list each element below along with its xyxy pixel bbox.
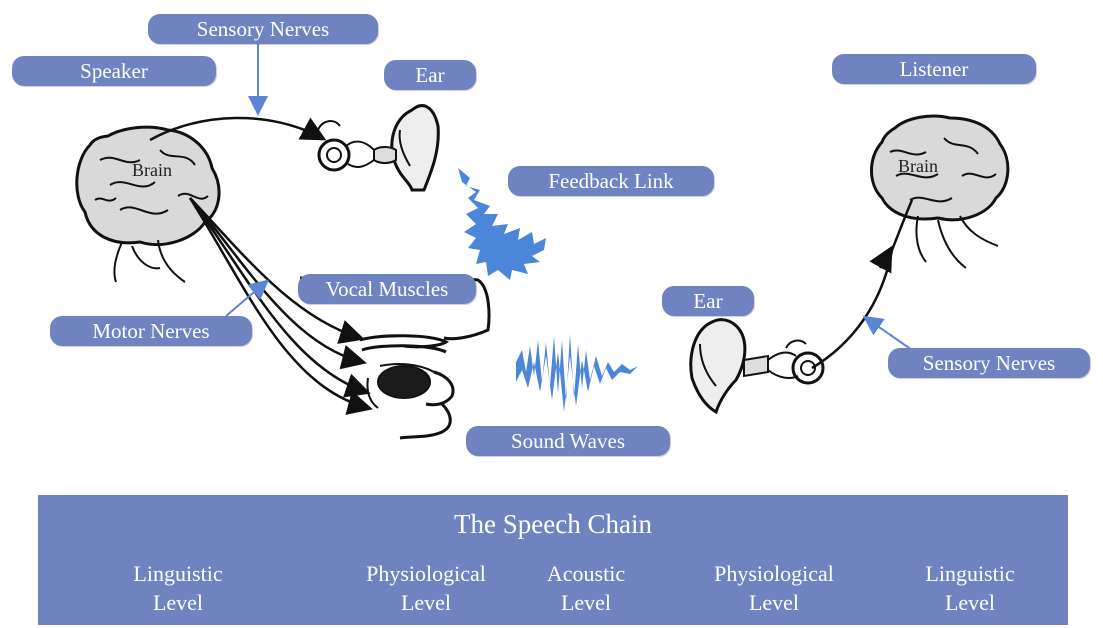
sound-wave-icon (516, 334, 638, 412)
motor-nerves-label: Motor Nerves (50, 316, 252, 346)
chain-level-suffix: Level (895, 588, 1045, 617)
sound-waves-label: Sound Waves (466, 426, 670, 456)
chain-level-suffix: Level (103, 588, 253, 617)
sensory-nerves-label-top: Sensory Nerves (148, 14, 378, 44)
speaker-label: Speaker (12, 56, 216, 86)
chain-level-suffix: Level (342, 588, 510, 617)
vocal-muscles-label: Vocal Muscles (298, 274, 476, 304)
chain-level-suffix: Level (690, 588, 858, 617)
ear-label-listener: Ear (662, 286, 754, 316)
sensory-nerve-path-listener (812, 200, 912, 368)
brain-label-listener: Brain (898, 156, 938, 177)
ear-label-speaker: Ear (384, 60, 476, 90)
brain-label-speaker: Brain (132, 160, 172, 181)
chain-level-name: Physiological (342, 559, 510, 588)
sensory-nerves-pointer-right (866, 318, 912, 350)
speaker-ear-icon (318, 106, 438, 190)
chain-level-name: Physiological (690, 559, 858, 588)
listener-ear-icon (691, 320, 823, 412)
listener-brain-icon (872, 116, 1008, 268)
chain-level-name: Linguistic (103, 559, 253, 588)
chain-level-suffix: Level (526, 588, 646, 617)
feedback-link-label: Feedback Link (508, 166, 714, 196)
chain-level-name: Acoustic (526, 559, 646, 588)
listener-label: Listener (832, 54, 1036, 84)
sensory-nerves-label-right: Sensory Nerves (888, 348, 1090, 378)
speech-chain-title: The Speech Chain (38, 509, 1068, 540)
chain-level-name: Linguistic (895, 559, 1045, 588)
